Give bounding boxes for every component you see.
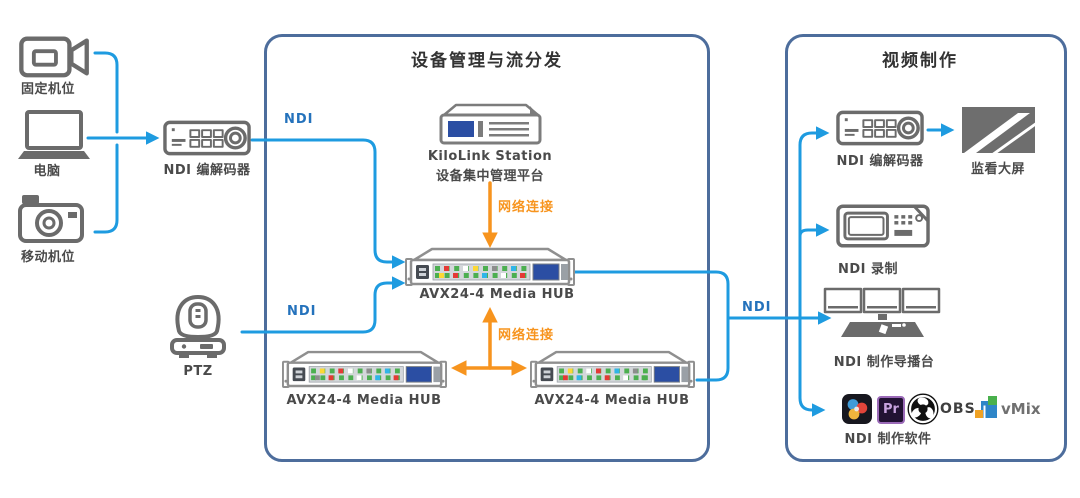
video-camera-icon	[19, 36, 89, 78]
laptop-icon	[18, 110, 90, 159]
production-encoder-icon	[836, 110, 924, 146]
switcher-console-icon	[823, 287, 941, 337]
media-hub-left-icon	[282, 350, 447, 388]
media-hub-center-icon	[405, 247, 575, 286]
hub-right-label: AVX24-4 Media HUB	[534, 393, 690, 408]
network-label-bottom: 网络连接	[498, 328, 555, 343]
fixed-camera-label: 固定机位	[20, 82, 76, 97]
hub-left-label: AVX24-4 Media HUB	[286, 393, 442, 408]
mobile-camera-icon	[18, 195, 84, 243]
ndi-label-output: NDI	[742, 300, 772, 315]
software-label: NDI 制作软件	[844, 432, 932, 447]
monitor-wall-icon	[962, 107, 1035, 153]
mobile-camera-label: 移动机位	[20, 250, 76, 265]
monitor-wall-label: 监看大屏	[970, 162, 1026, 177]
obs-icon	[907, 393, 939, 425]
recorder-icon	[836, 204, 930, 248]
production-title: 视频制作	[882, 51, 958, 71]
ndi-encoder-icon	[163, 120, 251, 156]
kilolink-desc-label: 设备集中管理平台	[435, 169, 545, 184]
hub-center-label: AVX24-4 Media HUB	[419, 287, 575, 302]
computer-label: 电脑	[33, 164, 61, 179]
production-box	[785, 34, 1067, 462]
management-title: 设备管理与流分发	[411, 51, 563, 71]
premiere-pro-icon: Pr	[877, 396, 905, 424]
switcher-label: NDI 制作导播台	[833, 355, 935, 370]
management-box	[264, 34, 710, 462]
ptz-camera-icon	[170, 295, 226, 358]
network-label-top: 网络连接	[498, 200, 555, 215]
production-encoder-label: NDI 编解码器	[836, 154, 924, 169]
ndi-label-encoder: NDI	[284, 112, 314, 127]
source-encoder-label: NDI 编解码器	[163, 163, 251, 178]
davinci-resolve-icon	[842, 394, 872, 424]
recorder-label: NDI 录制	[837, 262, 899, 277]
kilolink-station-icon	[439, 103, 542, 145]
vmix-text: vMix	[1001, 400, 1041, 418]
ptz-label: PTZ	[183, 364, 213, 379]
vmix-icon	[975, 396, 997, 419]
kilolink-name-label: KiloLink Station	[427, 149, 553, 164]
obs-text: OBS	[940, 401, 976, 417]
ndi-label-ptz: NDI	[287, 304, 317, 319]
media-hub-right-icon	[530, 350, 695, 388]
